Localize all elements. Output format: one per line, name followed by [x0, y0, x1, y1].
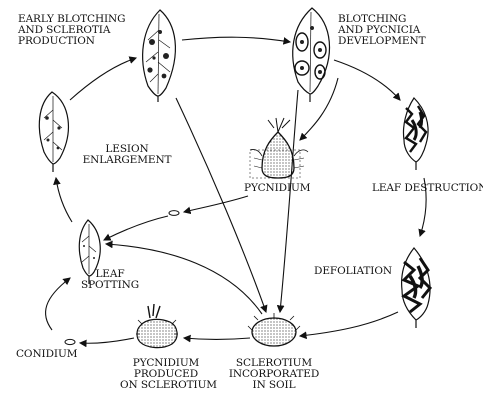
label-line: ON SCLEROTIUM	[120, 380, 212, 391]
pycnidium-on-sclerotium-illustration	[136, 304, 178, 348]
label-line: DEVELOPMENT	[338, 36, 425, 47]
leaf-lesion-enlargement-icon	[39, 92, 68, 172]
label-sclerotium-in-soil: SCLEROTIUM INCORPORATED IN SOIL	[228, 358, 320, 391]
leaf-destruction-icon	[403, 98, 428, 170]
pycnidium-illustration	[250, 118, 308, 178]
label-blotching-pycnicia: BLOTCHING AND PYCNICIA DEVELOPMENT	[338, 14, 425, 47]
leaf-early-blotching-icon	[143, 10, 176, 102]
leaf-defoliation-icon	[402, 248, 430, 328]
label-lesion-enlargement: LESION ENLARGEMENT	[82, 144, 172, 166]
label-line: PRODUCTION	[18, 36, 125, 47]
label-leaf-spotting: LEAF SPOTTING	[80, 269, 140, 291]
conidium-icon	[65, 339, 75, 344]
cycle-arrows	[46, 37, 427, 343]
label-early-blotching: EARLY BLOTCHING AND SCLEROTIA PRODUCTION	[18, 14, 125, 47]
label-line: IN SOIL	[228, 380, 320, 391]
label-line: ENLARGEMENT	[82, 155, 172, 166]
label-pycnidium: PYCNIDIUM	[244, 183, 310, 194]
label-leaf-destruction: LEAF DESTRUCTION	[372, 183, 483, 194]
leaf-blotching-pycnicia-icon	[293, 8, 330, 102]
label-pycnidium-on-sclerotium: PYCNIDIUM PRODUCED ON SCLEROTIUM	[120, 358, 212, 391]
conidium-spore-icon	[169, 211, 179, 216]
label-line: SPOTTING	[80, 280, 140, 291]
label-conidium: CONIDIUM	[16, 349, 77, 360]
label-defoliation: DEFOLIATION	[314, 266, 392, 277]
sclerotium-illustration	[248, 313, 300, 346]
